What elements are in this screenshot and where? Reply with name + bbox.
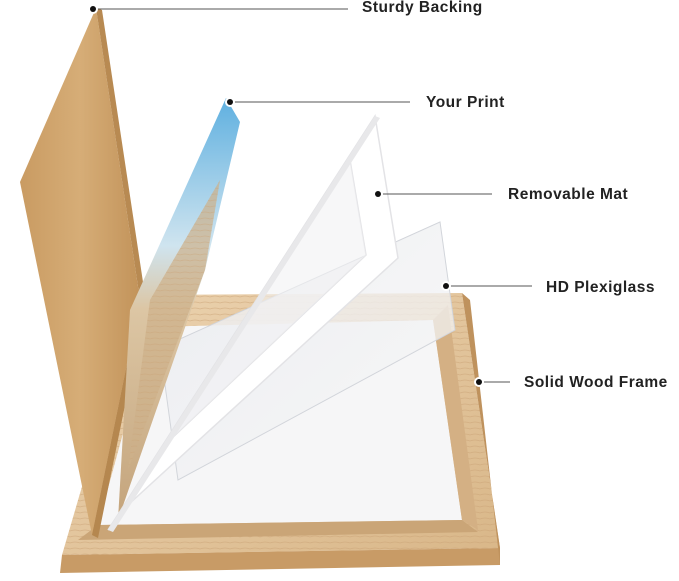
label-removable-mat: Removable Mat: [508, 186, 629, 203]
callout-print: [225, 97, 410, 107]
mat-board: [107, 113, 399, 532]
callout-glass: [441, 281, 532, 291]
label-solid-wood-frame: Solid Wood Frame: [524, 374, 668, 391]
label-your-print: Your Print: [426, 94, 505, 111]
callout-frame: [474, 377, 510, 387]
label-hd-plexiglass: HD Plexiglass: [546, 279, 656, 296]
callout-mat: [373, 189, 492, 199]
print-sheet: [118, 98, 240, 520]
callout-backing: [88, 4, 348, 14]
label-sturdy-backing: Sturdy Backing: [362, 0, 483, 16]
